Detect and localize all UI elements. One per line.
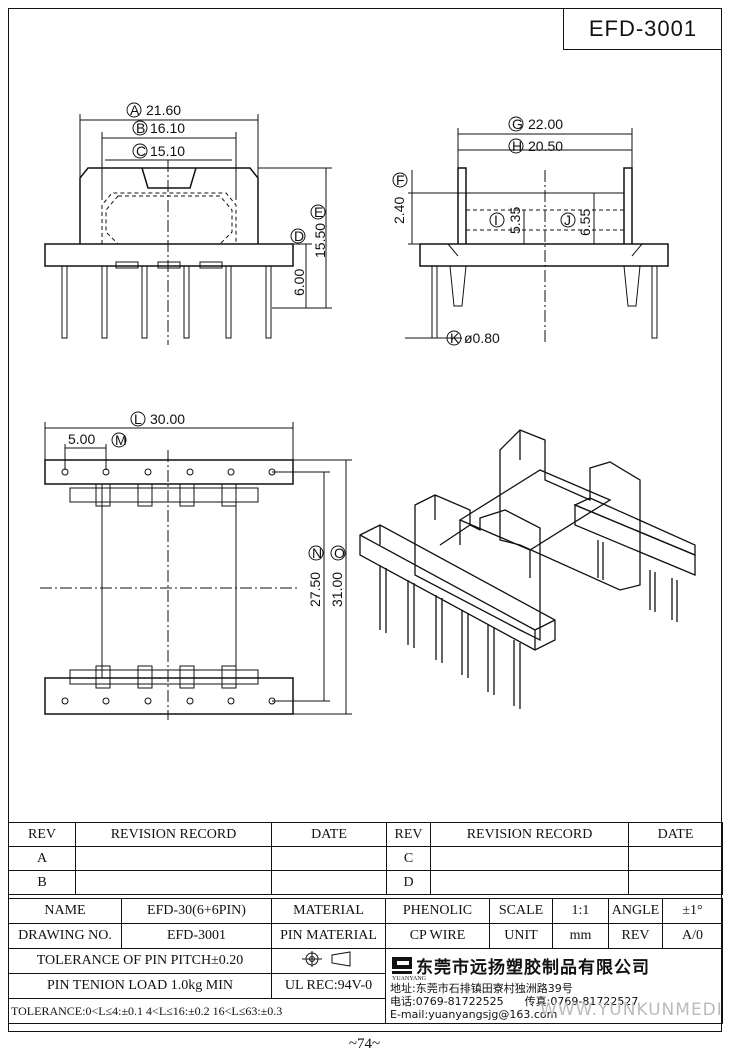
company-address: 地址:东莞市石排镇田寮村独洲路39号 [390,982,573,995]
revision-record-header: REVISION RECORD [430,822,629,847]
part-number: EFD-3001 [588,15,698,41]
dim-M-value: 5.00 [68,431,95,447]
revision-row: B D [8,870,723,895]
date-cell [271,870,387,895]
dim-E-value: 15.50 [312,223,328,258]
label-B: B [136,120,145,136]
page-number: ~74~ [348,1036,381,1052]
label-M: M [115,432,127,448]
dim-J-value: 6.55 [577,209,593,236]
rev-cell: B [8,870,76,895]
label-I: I [494,212,498,228]
pin-pitch-tolerance: TOLERANCE OF PIN PITCH±0.20 [8,948,272,974]
first-angle-projection-icon [301,950,350,967]
dim-C-value: 15.10 [150,143,185,159]
label-N: N [312,545,322,561]
rev-label: REV [608,923,663,949]
rev-cell: A [8,846,76,871]
date-header: DATE [271,822,387,847]
material-value: PHENOLIC [385,898,490,924]
bottom-view [40,422,352,720]
dim-D-value: 6.00 [291,269,307,296]
dim-F-value: 2.40 [391,197,407,224]
revision-table: REV REVISION RECORD DATE REV REVISION RE… [8,822,723,895]
projection-symbol [271,948,386,974]
logo-text: YUANYANG [392,976,426,982]
label-A: A [130,102,140,118]
scale-value: 1:1 [552,898,609,924]
revision-record-cell [75,846,272,871]
company-name: 东莞市远扬塑胶制品有限公司 [416,958,650,978]
drawing-frame [8,8,722,1032]
bottom-view-labels: L 30.00 5.00 M N 27.50 O 31.00 [68,411,346,607]
label-F: F [396,172,405,188]
revision-record-cell [430,846,629,871]
company-email: E-mail:yuanyangsjg@163.com [390,1008,558,1021]
unit-value: mm [552,923,609,949]
date-cell [628,846,723,871]
label-O: O [334,545,345,561]
part-number-box: EFD-3001 [563,8,722,50]
label-E: E [314,204,323,220]
drawing-no-value: EFD-3001 [121,923,272,949]
dim-A-value: 21.60 [146,102,181,118]
ul-rec: UL REC:94V-0 [271,973,386,999]
rev-cell: D [386,870,431,895]
side-view-labels: G 22.00 H 20.50 F 2.40 I 5.35 J 6.55 K ø… [391,116,593,346]
revision-row: A C [8,846,723,871]
label-K: K [450,330,460,346]
dim-I-value: 5.35 [507,207,523,234]
dim-K-value: ø0.80 [464,330,500,346]
isometric-view [359,429,696,709]
date-header: DATE [628,822,723,847]
label-H: H [512,138,522,154]
company-logo-icon [392,956,412,974]
rev-cell: C [386,846,431,871]
technical-drawing: A 21.60 B 16.10 C 15.10 D E 15.50 6.00 [40,102,696,720]
revision-header-row: REV REVISION RECORD DATE REV REVISION RE… [8,822,723,847]
dim-O-value: 31.00 [329,572,345,607]
dim-N-value: 27.50 [307,572,323,607]
dim-H-value: 20.50 [528,138,563,154]
rev-header: REV [8,822,76,847]
angle-value: ±1° [662,898,723,924]
dim-L-value: 30.00 [150,411,185,427]
label-L: L [134,411,142,427]
date-cell [271,846,387,871]
label-J: J [564,212,571,228]
pin-tension-load: PIN TENION LOAD 1.0kg MIN [8,973,272,999]
revision-record-header: REVISION RECORD [75,822,272,847]
front-view-labels: A 21.60 B 16.10 C 15.10 D E 15.50 6.00 [126,102,328,296]
unit-label: UNIT [489,923,553,949]
watermark: WWW.YUNKUNMEDIA.COM [540,1000,723,1020]
title-block: NAME EFD-30(6+6PIN) MATERIAL PHENOLIC SC… [8,898,723,1024]
material-label: MATERIAL [271,898,386,924]
label-D: D [294,228,304,244]
dim-G-value: 22.00 [528,116,563,132]
dim-B-value: 16.10 [150,120,185,136]
angle-label: ANGLE [608,898,663,924]
pin-material-value: CP WIRE [385,923,490,949]
company-info: 东莞市远扬塑胶制品有限公司 YUANYANG 地址:东莞市石排镇田寮村独洲路39… [385,948,723,1024]
scale-label: SCALE [489,898,553,924]
company-phone: 电话:0769-81722525 [390,995,504,1008]
front-view [44,114,332,345]
date-cell [628,870,723,895]
rev-header: REV [386,822,431,847]
name-value: EFD-30(6+6PIN) [121,898,272,924]
revision-record-cell [75,870,272,895]
rev-value: A/0 [662,923,723,949]
label-G: G [512,116,523,132]
revision-record-cell [430,870,629,895]
pin-material-label: PIN MATERIAL [271,923,386,949]
general-tolerance: TOLERANCE:0<L≤4:±0.1 4<L≤16:±0.2 16<L≤63… [8,998,386,1024]
label-C: C [136,143,146,159]
drawing-no-label: DRAWING NO. [8,923,122,949]
company-fax: 传真:0769-81722527 [524,995,639,1008]
side-view [405,128,669,345]
name-label: NAME [8,898,122,924]
